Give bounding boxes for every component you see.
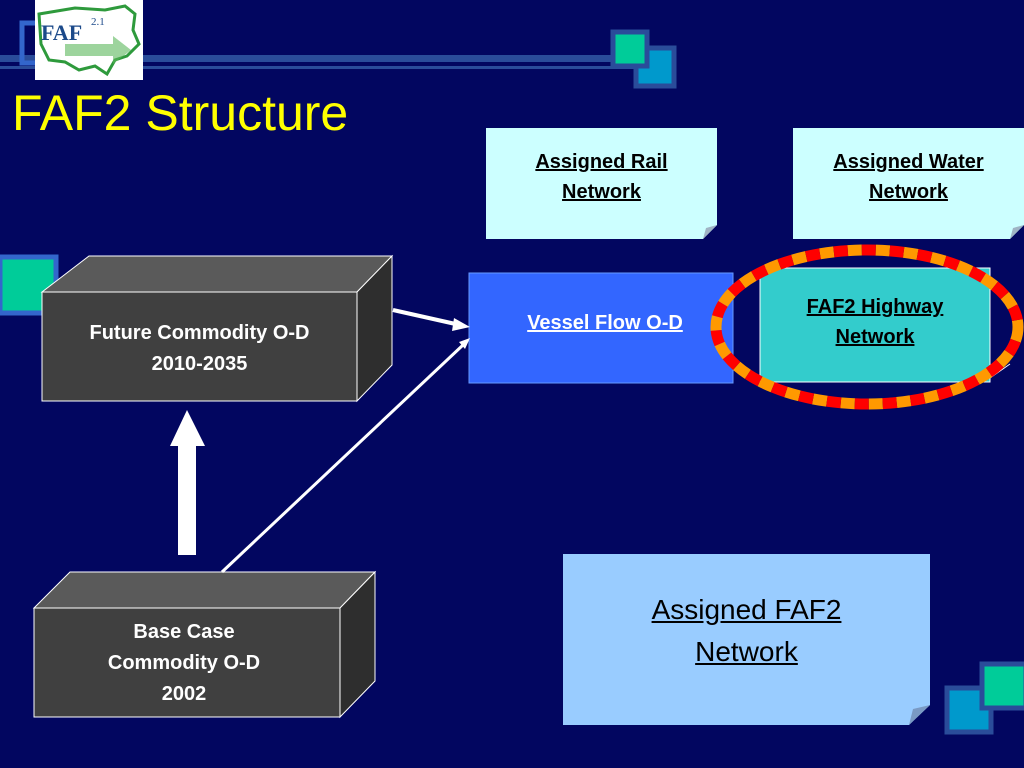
vessel-flow-box xyxy=(468,272,734,384)
up-arrow xyxy=(170,410,205,555)
highway-network-box xyxy=(759,267,991,383)
rail-network-note xyxy=(486,128,717,239)
highway-highlight-orange xyxy=(710,244,1024,410)
highway-network-label: FAF2 Highway Network xyxy=(760,292,990,354)
us-map-icon xyxy=(37,4,141,77)
header-band xyxy=(0,55,650,62)
assigned-faf2-line2: Network xyxy=(695,636,798,667)
water-line1: Assigned Water xyxy=(833,151,984,173)
base-case-line3: 2002 xyxy=(161,683,207,705)
base-case-label: Base Case Commodity O-D 2002 xyxy=(34,617,334,713)
vessel-flow-label: Vessel Flow O-D xyxy=(527,312,683,334)
future-commodity-label: Future Commodity O-D 2010-2035 xyxy=(42,318,357,388)
deco-square-bottom-right-teal xyxy=(979,661,1024,711)
assigned-faf2-line1: Assigned FAF2 xyxy=(651,594,842,625)
faf-logo: FAF 2.1 xyxy=(35,0,143,80)
water-network-note xyxy=(793,128,1024,239)
future-commodity-line2: 2010-2035 xyxy=(151,353,248,375)
deco-square-top-right-teal xyxy=(610,29,650,69)
highway-line2: Network xyxy=(835,326,915,348)
header-band-2 xyxy=(0,66,650,69)
logo-text: FAF xyxy=(41,20,83,45)
assigned-faf2-note xyxy=(563,554,930,725)
future-commodity-box xyxy=(40,254,394,403)
base-case-box xyxy=(32,570,377,719)
base-case-line2: Commodity O-D xyxy=(107,652,261,674)
highway-line1: FAF2 Highway xyxy=(806,296,944,318)
slide-title: FAF2 Structure xyxy=(12,85,349,141)
water-network-label: Assigned Water Network xyxy=(793,147,1024,209)
rail-line1: Assigned Rail xyxy=(535,151,668,173)
rail-line2: Network xyxy=(562,181,641,203)
future-commodity-line1: Future Commodity O-D xyxy=(89,322,310,344)
water-line2: Network xyxy=(869,181,948,203)
base-case-line1: Base Case xyxy=(133,621,235,643)
assigned-faf2-label: Assigned FAF2 Network xyxy=(563,590,930,674)
rail-network-label: Assigned Rail Network xyxy=(486,147,717,209)
highway-highlight-red xyxy=(710,244,1024,410)
logo-superscript: 2.1 xyxy=(91,16,105,28)
